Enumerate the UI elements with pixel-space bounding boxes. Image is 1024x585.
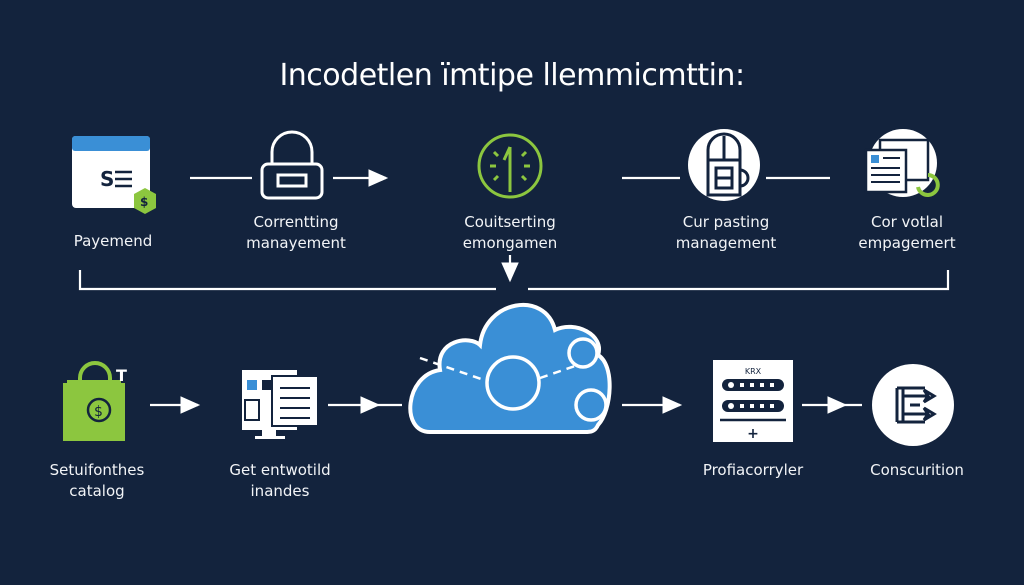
exit-arrows-icon	[872, 364, 954, 446]
svg-text:S: S	[100, 167, 114, 191]
node-label-exit: Conscurition	[870, 461, 964, 479]
mug-icon	[688, 129, 760, 201]
server-icon: KRX +	[713, 360, 793, 442]
bracket-right	[528, 270, 950, 291]
node-label-payment: Payemend	[73, 232, 153, 250]
monitor-icon	[242, 370, 319, 439]
svg-text:T: T	[116, 366, 127, 385]
cloud-icon	[408, 303, 612, 434]
svg-text:$: $	[94, 404, 103, 420]
shopping-bag-icon: $ T	[63, 361, 127, 441]
payment-invoice-icon: S $	[72, 136, 156, 214]
bracket-left	[78, 270, 496, 291]
clock-icon	[477, 133, 543, 199]
diagram-title: Incodetlen ïmtipe llemmicmttin:	[279, 58, 745, 93]
svg-text:+: +	[747, 426, 759, 442]
lock-icon	[260, 130, 324, 200]
svg-text:$: $	[140, 195, 148, 209]
documents-icon	[864, 129, 940, 197]
server-label: KRX	[745, 367, 762, 376]
node-label-server: Profiacorryler	[702, 461, 804, 479]
